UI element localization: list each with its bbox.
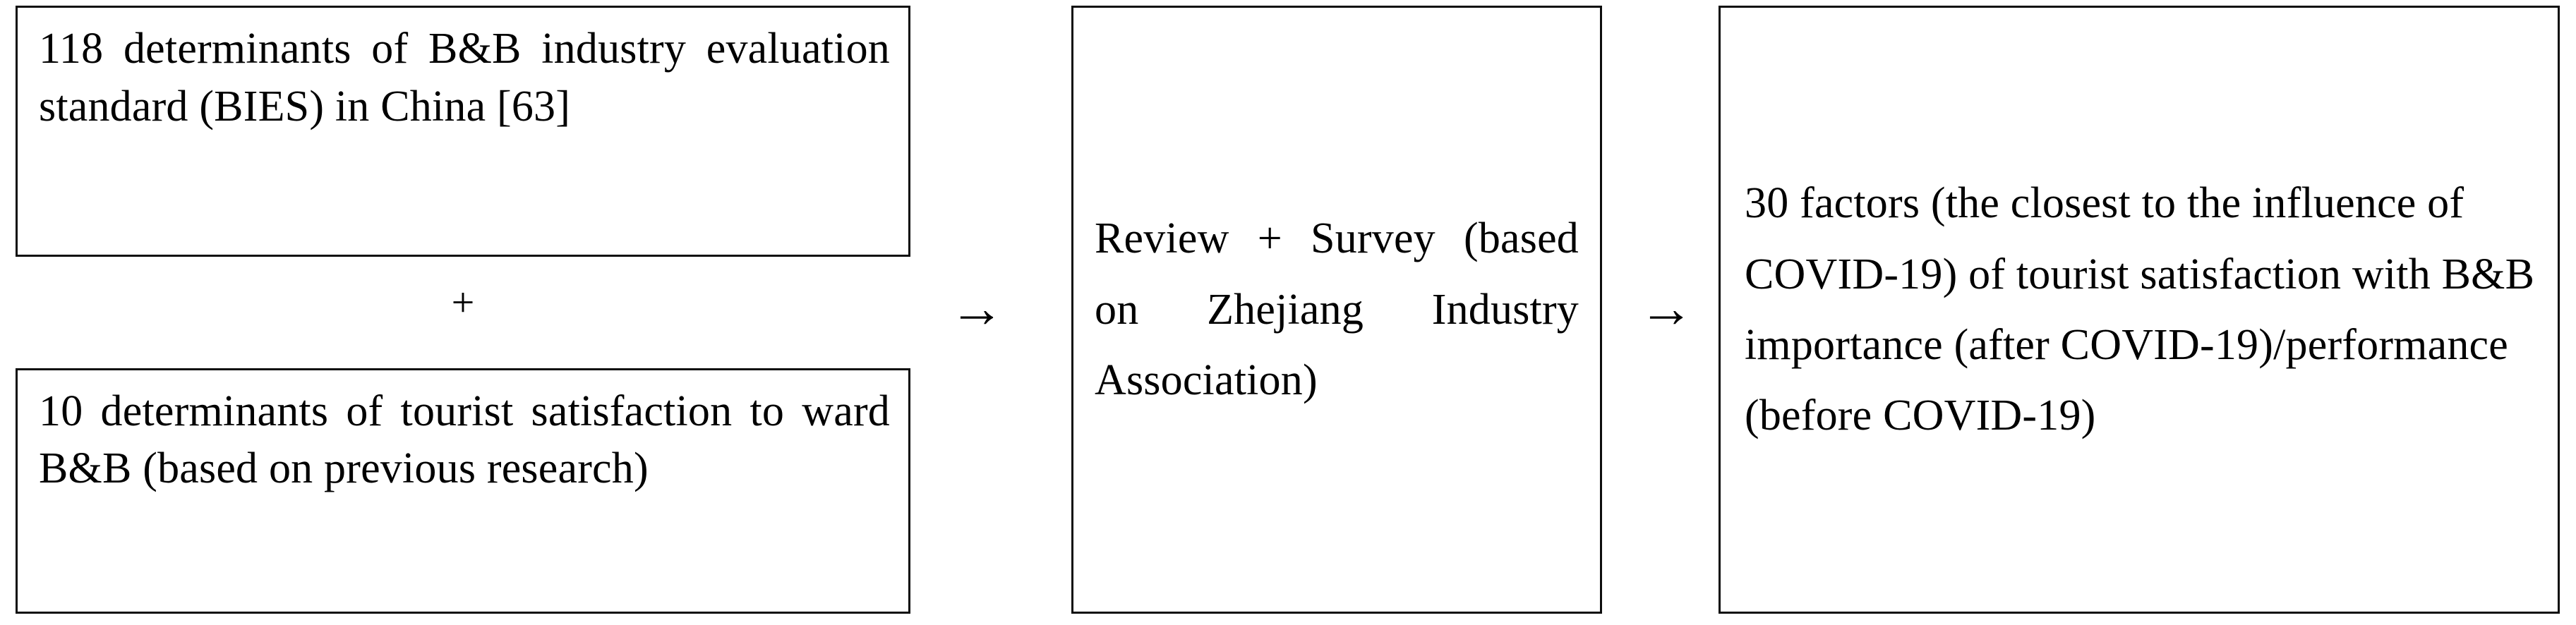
node-method-text: Review + Survey (based on Zhejiang Indus…: [1095, 214, 1579, 405]
arrow-right-icon-one: →: [949, 281, 1004, 336]
arrow-two-glyph: →: [1639, 277, 1694, 339]
node-determinants-bies-text: 118 determinants of B&B industry evaluat…: [39, 25, 890, 131]
arrow-one-glyph: →: [949, 277, 1004, 339]
node-method: Review + Survey (based on Zhejiang Indus…: [1071, 6, 1602, 614]
node-determinants-satisfaction: 10 determinants of tourist satisfaction …: [16, 368, 910, 614]
node-outcome-text: 30 factors (the closest to the influence…: [1745, 179, 2535, 440]
node-outcome: 30 factors (the closest to the influence…: [1719, 6, 2560, 614]
node-determinants-bies: 118 determinants of B&B industry evaluat…: [16, 6, 910, 257]
arrow-right-icon-two: →: [1639, 281, 1694, 336]
node-determinants-satisfaction-text: 10 determinants of tourist satisfaction …: [39, 387, 890, 492]
plus-connector-glyph: +: [451, 279, 475, 325]
plus-connector: +: [16, 282, 910, 323]
